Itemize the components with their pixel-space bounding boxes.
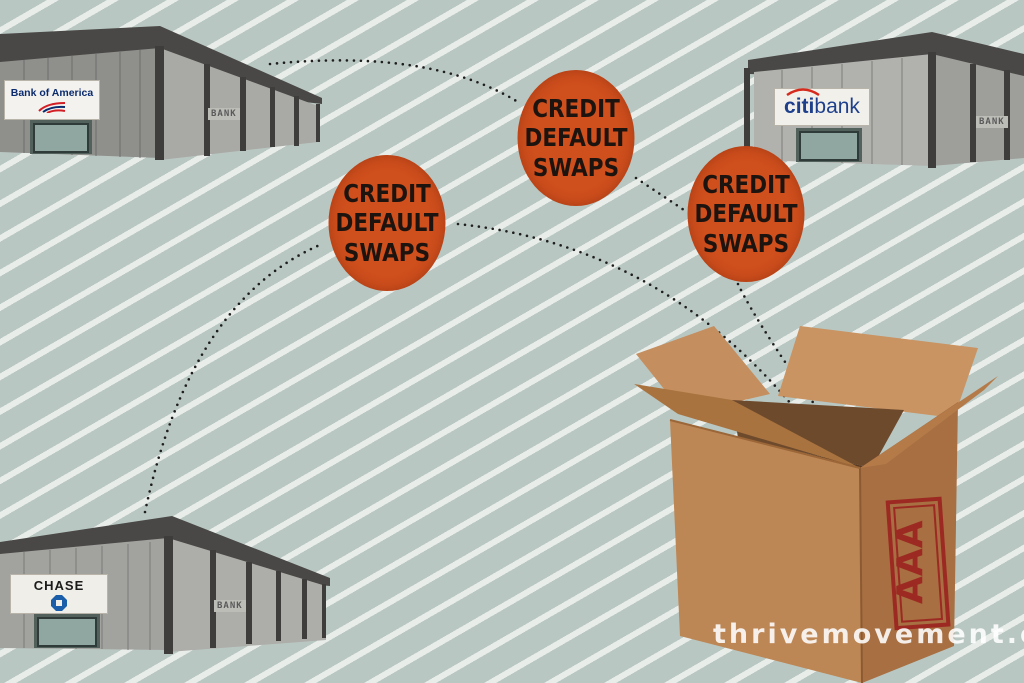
cds-badge-center-line-1: CREDIT	[532, 94, 620, 124]
citibank-building-label: BANK	[976, 116, 1008, 128]
cds-badge-left-line-2: DEFAULT	[335, 208, 439, 238]
citibank-name-citi: citi	[784, 95, 815, 118]
connector-cds-to-box-left	[456, 222, 798, 412]
bank-of-america-sign: Bank of America	[4, 80, 100, 120]
cds-badge-right-line-2: DEFAULT	[694, 199, 798, 229]
cds-badge-center-line-3: SWAPS	[532, 152, 620, 182]
chase-building-label: BANK	[214, 600, 246, 612]
connector-cds-to-box-right	[736, 282, 842, 442]
chase-sign: CHASE	[10, 574, 108, 614]
cds-badge-left: CREDIT DEFAULT SWAPS	[328, 155, 446, 291]
connector-chase-to-cds	[143, 242, 324, 514]
cds-badge-right-line-1: CREDIT	[702, 170, 790, 200]
citibank-arc-icon	[785, 86, 821, 96]
aaa-stamp-text: AAA	[890, 520, 931, 604]
connector-cds-to-cds	[634, 176, 686, 212]
watermark-text: thrivemovement.c	[713, 619, 1024, 650]
bank-of-america-name: Bank of America	[10, 87, 94, 99]
chase-name: CHASE	[33, 577, 85, 593]
citibank-building: citi bank BANK	[742, 30, 1024, 170]
cardboard-box: AAA	[628, 318, 1000, 683]
cds-badge-left-line-1: CREDIT	[343, 179, 431, 209]
cds-badge-right-line-3: SWAPS	[702, 228, 790, 258]
cds-badge-center-line-2: DEFAULT	[524, 123, 628, 153]
bank-of-america-building-label: BANK	[208, 108, 240, 120]
chase-octagon-icon	[51, 594, 67, 611]
cds-badge-center: CREDIT DEFAULT SWAPS	[517, 70, 635, 206]
aaa-stamp	[885, 496, 951, 631]
bank-of-america-building: Bank of America BANK	[0, 22, 330, 162]
bank-of-america-flag-icon	[37, 101, 67, 113]
citibank-name-bank: bank	[814, 95, 860, 118]
cds-badge-left-line-3: SWAPS	[343, 237, 431, 267]
chase-building: CHASE BANK	[0, 516, 332, 656]
cds-badge-right: CREDIT DEFAULT SWAPS	[687, 146, 805, 282]
